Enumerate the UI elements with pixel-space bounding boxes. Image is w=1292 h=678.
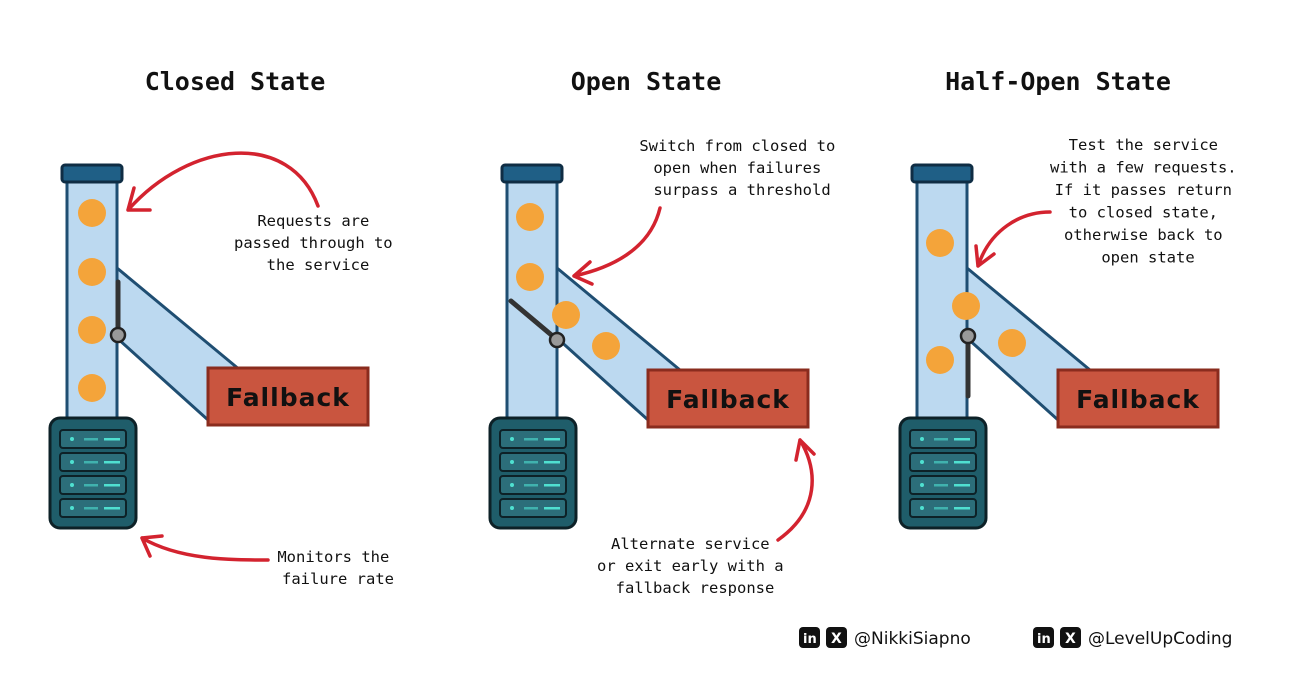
annotation: Switch from closed to open when failures… bbox=[639, 137, 844, 199]
switch-pivot bbox=[548, 331, 566, 349]
footer-handle[interactable]: in X @NikkiSiapno bbox=[799, 627, 971, 649]
request-ball bbox=[78, 199, 106, 227]
request-ball bbox=[78, 316, 106, 344]
svg-text:in: in bbox=[803, 632, 817, 647]
request-ball bbox=[516, 263, 544, 291]
annotation: Requests are passed through to the servi… bbox=[234, 212, 402, 274]
svg-text:X: X bbox=[831, 631, 842, 647]
x-icon[interactable] bbox=[1060, 627, 1081, 648]
fallback-label: Fallback bbox=[666, 385, 790, 414]
request-ball bbox=[998, 329, 1026, 357]
linkedin-icon[interactable] bbox=[799, 627, 820, 648]
arrow-icon bbox=[126, 151, 320, 212]
server-icon bbox=[48, 416, 138, 530]
server-icon bbox=[488, 416, 578, 530]
svg-text:X: X bbox=[1065, 631, 1076, 647]
server-icon bbox=[898, 416, 988, 530]
request-ball bbox=[78, 258, 106, 286]
request-ball bbox=[592, 332, 620, 360]
switch-pivot bbox=[959, 327, 977, 345]
request-ball bbox=[926, 346, 954, 374]
arrow-icon bbox=[572, 206, 662, 286]
fallback-box bbox=[1056, 368, 1220, 429]
panel-title: Open State bbox=[571, 67, 722, 96]
panel-title: Half-Open State bbox=[945, 67, 1171, 96]
request-ball bbox=[78, 374, 106, 402]
panel-half-open-state: Half-Open State Fallback Test the servic… bbox=[898, 67, 1246, 530]
panel-closed-state: Closed State Fallback Requests are passe… bbox=[48, 67, 402, 588]
annotation: Monitors the failure rate bbox=[277, 548, 398, 588]
arrow-icon bbox=[140, 534, 270, 562]
handle-text: @NikkiSiapno bbox=[854, 629, 971, 649]
request-ball bbox=[926, 229, 954, 257]
fallback-box bbox=[206, 366, 370, 427]
footer-handle[interactable]: in X @LevelUpCoding bbox=[1033, 627, 1232, 649]
panel-open-state: Open State Fallback Switch from closed t… bbox=[488, 67, 844, 597]
handle-text: @LevelUpCoding bbox=[1088, 629, 1232, 649]
fallback-label: Fallback bbox=[226, 383, 350, 412]
switch-pivot bbox=[109, 326, 127, 344]
request-ball bbox=[952, 292, 980, 320]
switch-lever bbox=[508, 298, 558, 341]
annotation: Test the service with a few requests. If… bbox=[1050, 136, 1246, 267]
request-ball bbox=[552, 301, 580, 329]
arrow-icon bbox=[776, 438, 816, 542]
arrow-icon bbox=[974, 210, 1052, 268]
request-ball bbox=[516, 203, 544, 231]
linkedin-icon[interactable] bbox=[1033, 627, 1054, 648]
panel-title: Closed State bbox=[145, 67, 326, 96]
fallback-label: Fallback bbox=[1076, 385, 1200, 414]
fallback-box bbox=[646, 368, 810, 429]
annotation: Alternate service or exit early with a f… bbox=[597, 535, 793, 597]
svg-text:in: in bbox=[1037, 632, 1051, 647]
x-icon[interactable] bbox=[826, 627, 847, 648]
